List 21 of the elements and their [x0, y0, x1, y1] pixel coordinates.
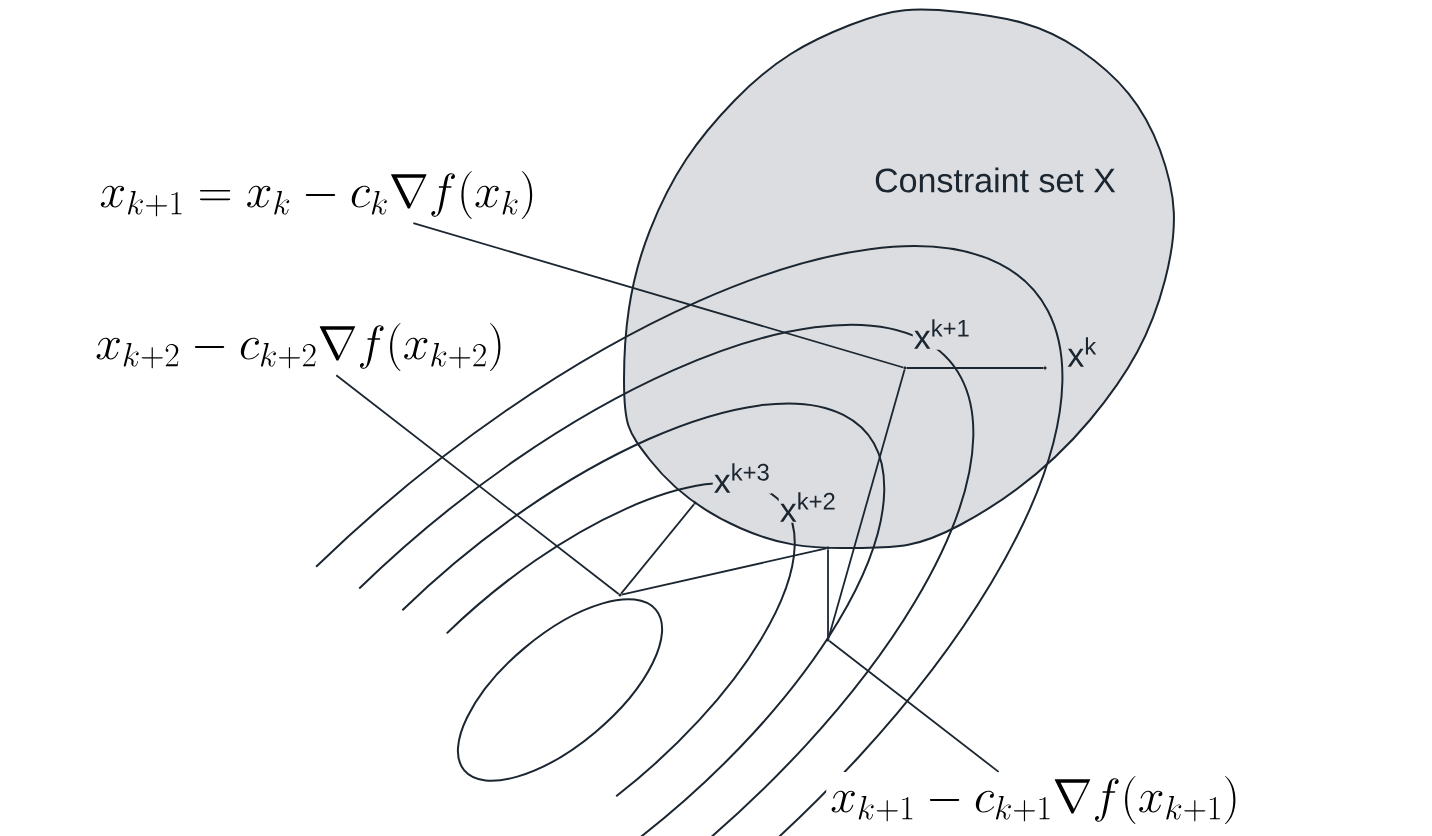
path-segment: [827, 548, 829, 640]
point-label: x$^{k}$: [1066, 336, 1098, 368]
path-segment: [905, 367, 1045, 369]
path-vertex: [618, 593, 622, 597]
formula-label: $x_{k+1} - c_{k+1} \nabla f(x_{k+1})$: [826, 772, 1244, 828]
path-vertex: [1043, 366, 1047, 370]
path-vertex: [826, 546, 830, 550]
leader-line: [828, 640, 1000, 773]
path-vertex: [826, 638, 830, 642]
path-segment: [620, 547, 828, 596]
path-vertex: [903, 366, 907, 370]
point-label: x$^{k+3}$: [712, 462, 772, 494]
leader-line: [412, 222, 905, 369]
path-vertex: [693, 501, 697, 505]
point-label: x$^{k+2}$: [778, 491, 838, 523]
formula-label: $x_{k+1} = x_k - c_k \nabla f(x_k)$: [95, 167, 541, 223]
leader-line: [335, 374, 620, 595]
point-label: x$^{k+1}$: [912, 318, 972, 350]
path-segment: [827, 368, 906, 640]
formula-label: $x_{k+2} - c_{k+2} \nabla f(x_{k+2})$: [91, 319, 509, 375]
path-segment: [620, 503, 695, 595]
